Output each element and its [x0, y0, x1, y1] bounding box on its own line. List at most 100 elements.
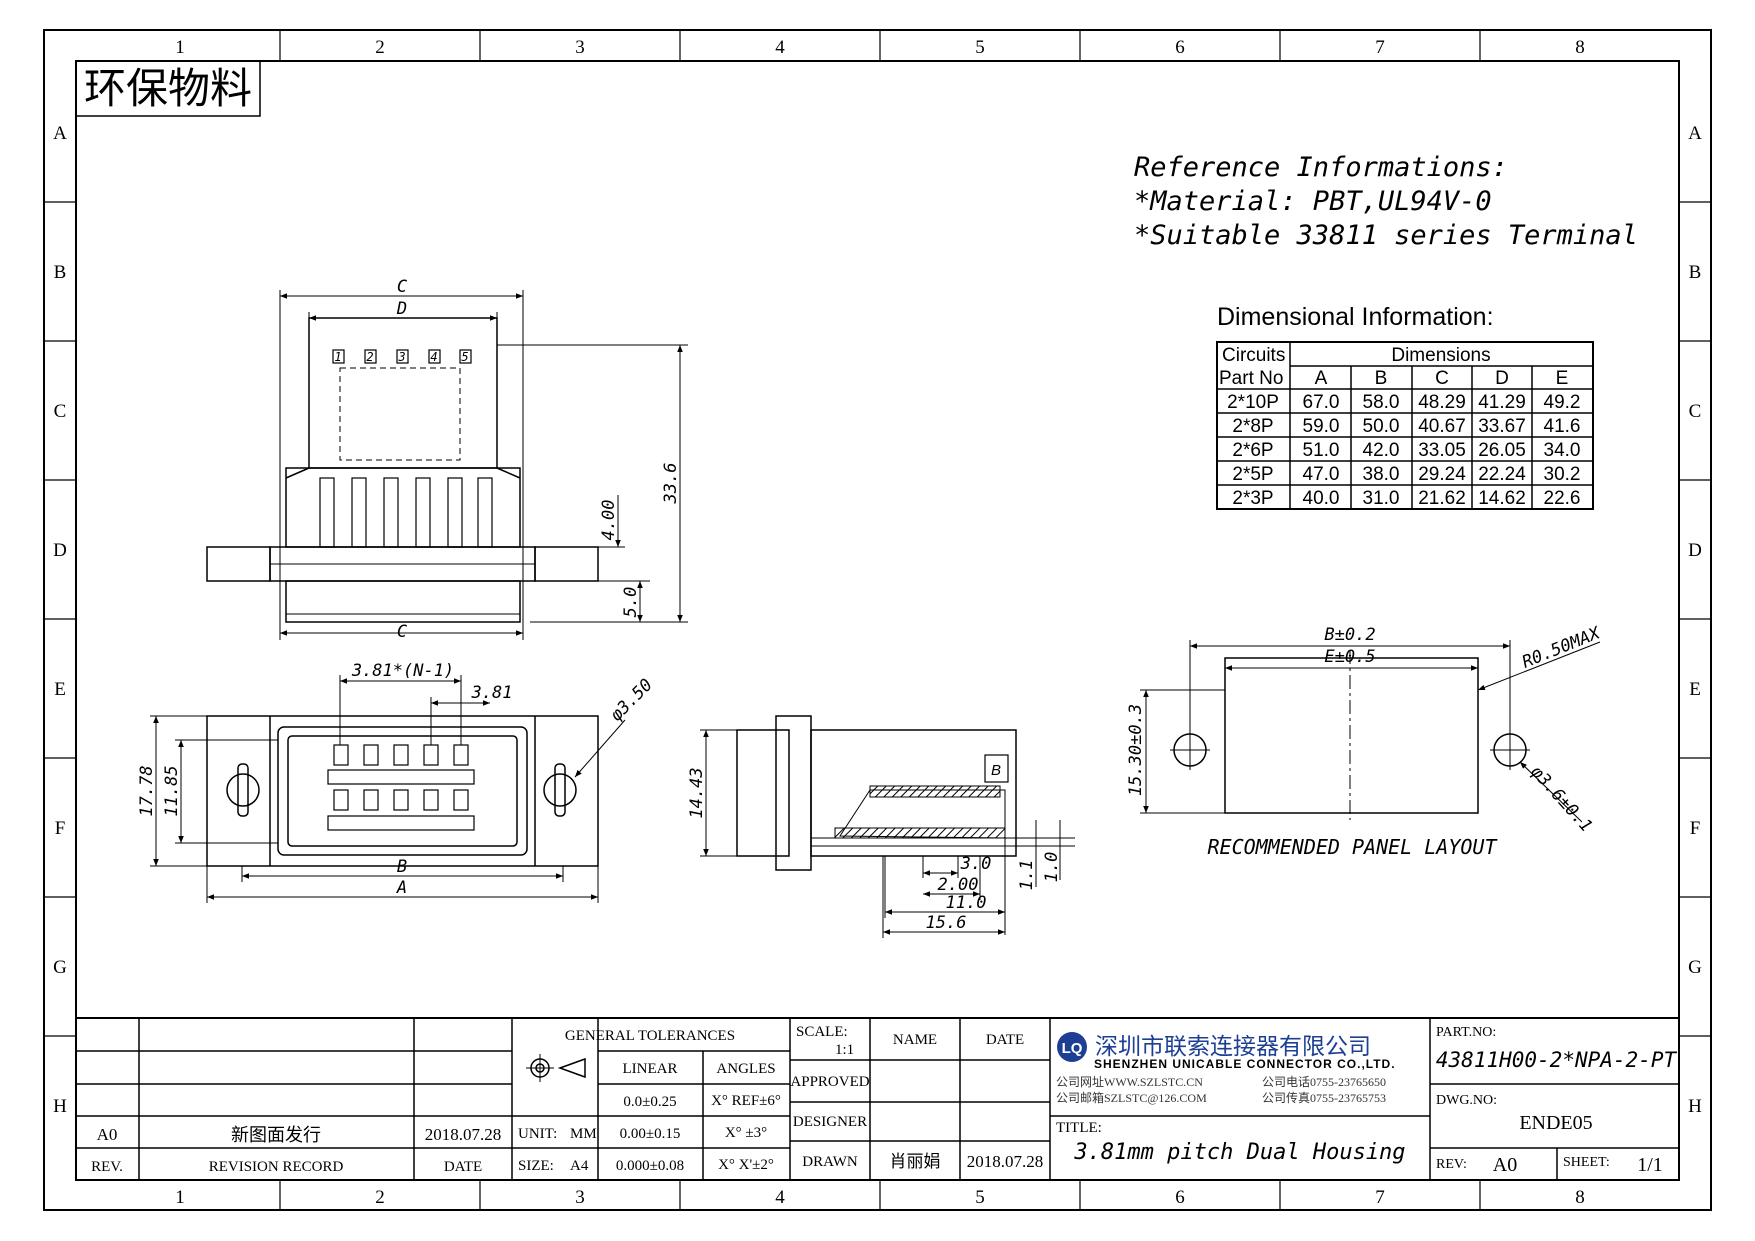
col-label: 7 — [1375, 37, 1385, 58]
svg-text:0.00±0.15: 0.00±0.15 — [620, 1126, 681, 1142]
svg-text:15.6: 15.6 — [926, 913, 967, 933]
row-label: C — [54, 401, 67, 422]
svg-text:DATE: DATE — [444, 1159, 482, 1175]
svg-text:REV.: REV. — [91, 1159, 123, 1175]
svg-text:DWG.NO:: DWG.NO: — [1436, 1093, 1497, 1108]
circuits-label: Circuits — [1222, 345, 1285, 366]
svg-text:A: A — [396, 878, 407, 898]
svg-text:5: 5 — [461, 350, 468, 364]
col-label: 1 — [175, 1187, 185, 1208]
dim-row-partno: 2*8P — [1232, 416, 1273, 437]
svg-text:B: B — [991, 762, 1001, 779]
svg-text:5.0: 5.0 — [621, 587, 641, 618]
svg-text:C: C — [397, 277, 408, 297]
svg-text:DESIGNER: DESIGNER — [793, 1114, 867, 1130]
svg-text:TITLE:: TITLE: — [1056, 1120, 1102, 1136]
col-label: 8 — [1575, 37, 1585, 58]
dim-cell: 33.05 — [1418, 440, 1466, 461]
svg-text:φ3.50: φ3.50 — [606, 675, 656, 725]
row-label: C — [1689, 401, 1702, 422]
reference-info: Reference Informations: *Material: PBT,U… — [1134, 152, 1638, 251]
svg-text:REV:: REV: — [1436, 1157, 1467, 1172]
svg-text:X° REF±6°: X° REF±6° — [711, 1093, 781, 1109]
dim-table-heading: Dimensional Information: — [1217, 303, 1494, 331]
dim-cell: 26.05 — [1478, 440, 1526, 461]
dim-cell: 42.0 — [1363, 440, 1400, 461]
col-label: 4 — [775, 37, 785, 58]
svg-text:0.000±0.08: 0.000±0.08 — [616, 1158, 684, 1174]
svg-text:ANGLES: ANGLES — [716, 1061, 775, 1077]
dim-cell: 47.0 — [1303, 464, 1340, 485]
row-label: A — [53, 123, 67, 144]
svg-text:MM: MM — [570, 1126, 597, 1142]
panel-layout — [1140, 640, 1601, 823]
col-label: 7 — [1375, 1187, 1385, 1208]
top-view — [150, 675, 626, 903]
side-view-labels: 14.43 3.0 2.00 11.0 15.6 1.1 1.0 B — [687, 762, 1062, 933]
svg-text:15.30±0.3: 15.30±0.3 — [1126, 704, 1146, 796]
svg-text:B±0.2: B±0.2 — [1324, 625, 1375, 645]
svg-text:X° X'±2°: X° X'±2° — [718, 1157, 774, 1173]
row-label: H — [1688, 1096, 1702, 1117]
dim-cell: 48.29 — [1418, 392, 1466, 413]
svg-text:2: 2 — [366, 350, 373, 364]
company-name-en: SHENZHEN UNICABLE CONNECTOR CO.,LTD. — [1094, 1057, 1396, 1071]
col-label: 1 — [175, 37, 185, 58]
svg-text:A4: A4 — [570, 1158, 589, 1174]
eco-stamp: 环保物料 — [75, 60, 261, 117]
row-label: F — [1690, 818, 1701, 839]
svg-text:LQ: LQ — [1062, 1040, 1083, 1057]
col-label: 8 — [1575, 1187, 1585, 1208]
dim-cell: 59.0 — [1303, 416, 1340, 437]
svg-text:3.81: 3.81 — [471, 683, 513, 703]
svg-text:NAME: NAME — [893, 1032, 937, 1048]
partno-col-label: Part No — [1219, 368, 1283, 389]
drawing-title: 3.81mm pitch Dual Housing — [1073, 1140, 1405, 1165]
dim-cell: 22.6 — [1544, 488, 1581, 509]
reference-heading: Reference Informations: — [1134, 152, 1508, 183]
svg-text:17.78: 17.78 — [137, 765, 157, 816]
svg-text:0.0±0.25: 0.0±0.25 — [623, 1094, 676, 1110]
svg-text:APPROVED: APPROVED — [790, 1074, 869, 1090]
col-label: 6 — [1175, 1187, 1185, 1208]
svg-text:φ3.6±0.1: φ3.6±0.1 — [1526, 762, 1596, 836]
dim-row-partno: 2*5P — [1232, 464, 1273, 485]
svg-text:公司网址WWW.SZLSTC.CN: 公司网址WWW.SZLSTC.CN — [1056, 1075, 1203, 1089]
svg-text:新图面发行: 新图面发行 — [231, 1125, 321, 1145]
dim-cell: 33.67 — [1478, 416, 1526, 437]
svg-text:A0: A0 — [97, 1125, 118, 1144]
company-block: LQ 深圳市联索连接器有限公司 SHENZHEN UNICABLE CONNEC… — [1056, 1025, 1677, 1176]
dim-row-partno: 2*6P — [1232, 440, 1273, 461]
svg-text:11.85: 11.85 — [162, 765, 182, 816]
dim-cell: 31.0 — [1363, 488, 1400, 509]
svg-text:2018.07.28: 2018.07.28 — [967, 1152, 1044, 1171]
part-number: 43811H00-2*NPA-2-PT — [1436, 1048, 1678, 1072]
svg-text:1: 1 — [334, 350, 341, 364]
reference-terminal: *Suitable 33811 series Terminal — [1134, 220, 1638, 251]
dim-cell: 40.67 — [1418, 416, 1466, 437]
svg-text:1.1: 1.1 — [1017, 860, 1037, 891]
svg-text:3: 3 — [397, 350, 405, 364]
dim-cell: 34.0 — [1544, 440, 1581, 461]
dim-cell: 58.0 — [1363, 392, 1400, 413]
dim-cell: 40.0 — [1303, 488, 1340, 509]
col-label: 3 — [575, 37, 585, 58]
col-label: 5 — [975, 1187, 985, 1208]
dim-cell: 50.0 — [1363, 416, 1400, 437]
company-logo-icon: LQ — [1057, 1032, 1087, 1062]
panel-caption: RECOMMENDED PANEL LAYOUT — [1208, 835, 1499, 859]
svg-text:DRAWN: DRAWN — [802, 1154, 858, 1170]
dim-col-header: B — [1375, 368, 1388, 389]
svg-text:R0.50MAX: R0.50MAX — [1519, 623, 1604, 673]
dimension-table: Dimensional Information: Circuits Part N… — [1216, 303, 1594, 510]
dim-cell: 67.0 — [1303, 392, 1340, 413]
svg-text:14.43: 14.43 — [687, 767, 707, 818]
front-view-labels: C D C 33.6 4.00 5.0 1 2 3 4 5 — [334, 277, 681, 642]
dim-cell: 30.2 — [1544, 464, 1581, 485]
dimensions-label: Dimensions — [1391, 345, 1490, 366]
svg-text:公司邮箱SZLSTC@126.COM: 公司邮箱SZLSTC@126.COM — [1056, 1090, 1207, 1105]
title-block-text: GENERAL TOLERANCES LINEAR ANGLES 0.0±0.2… — [91, 1024, 1043, 1175]
